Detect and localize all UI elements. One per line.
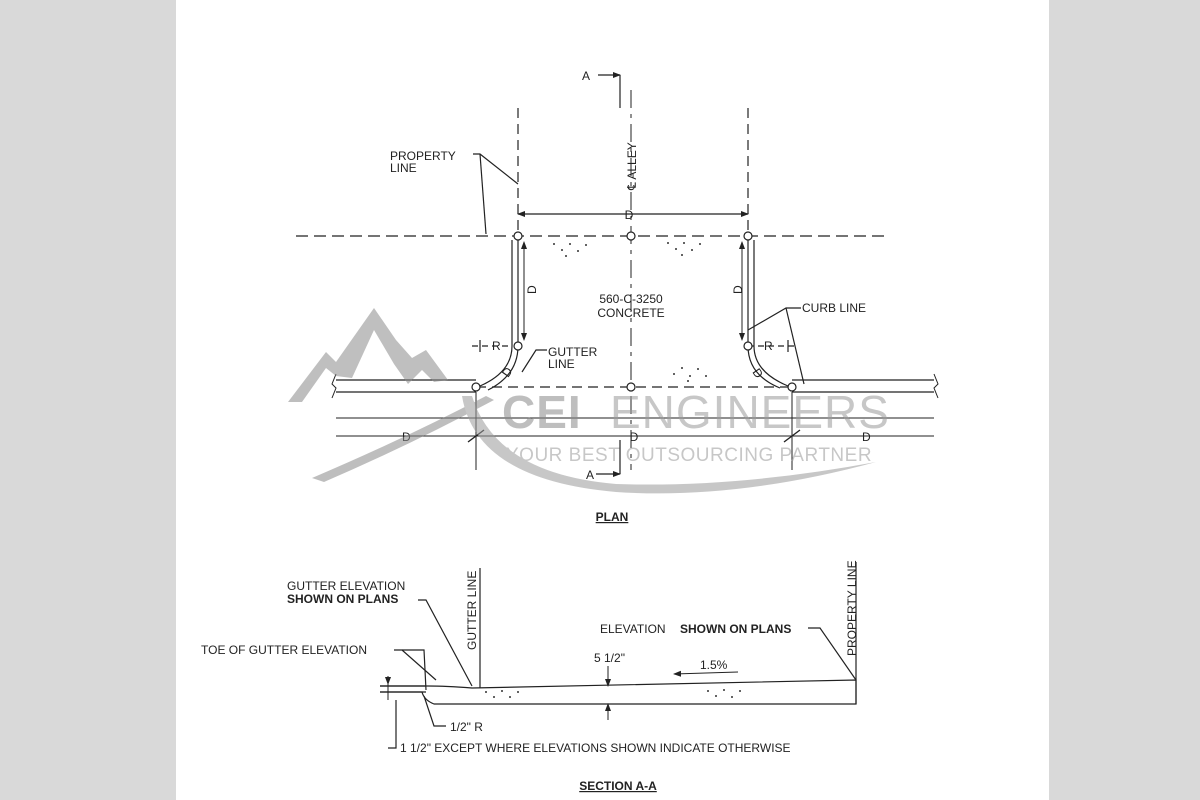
radius-right: R — [764, 339, 773, 353]
plan-view — [296, 72, 939, 477]
thickness-note: 1 1/2" EXCEPT WHERE ELEVATIONS SHOWN IND… — [400, 741, 791, 755]
cei-logo-watermark: CEI ENGINEERS YOUR BEST OUTSOURCING PART… — [288, 308, 890, 494]
gutter-elevation-label: GUTTER ELEVATION — [287, 579, 405, 593]
section-title: SECTION A-A — [579, 779, 657, 793]
section-hatch — [485, 689, 741, 698]
plan-labels: A ℄ ALLEY PROPERTY LINE D D D 560-C-3250… — [390, 69, 871, 524]
concrete-label: CONCRETE — [597, 306, 664, 320]
property-line-label-2: LINE — [390, 161, 417, 175]
toe-of-gutter-label: TOE OF GUTTER ELEVATION — [201, 643, 367, 657]
dim-d-left: D — [525, 285, 539, 294]
elevation-label-prefix: ELEVATION — [600, 622, 666, 636]
plan-title: PLAN — [596, 510, 629, 524]
concrete-spec-label: 560-C-3250 — [599, 292, 663, 306]
slab-thickness-label: 5 1/2" — [594, 651, 625, 665]
section-marker-bottom: A — [586, 468, 594, 482]
curb-line-label: CURB LINE — [802, 301, 866, 315]
mountain-logo-icon — [288, 308, 448, 402]
radius-label: 1/2" R — [450, 720, 483, 734]
dim-d-top: D — [625, 208, 634, 222]
alley-centerline-label: ℄ ALLEY — [625, 142, 639, 191]
dim-d-bottom-right: D — [862, 430, 871, 444]
watermark-tagline: YOUR BEST OUTSOURCING PARTNER — [506, 445, 872, 466]
radius-left: R — [492, 339, 501, 353]
section-labels: GUTTER ELEVATION SHOWN ON PLANS TOE OF G… — [201, 560, 859, 793]
dim-d-right: D — [731, 285, 745, 294]
gutter-line-label-2: LINE — [548, 357, 575, 371]
watermark-brand-bold: CEI — [502, 386, 582, 438]
gutter-elevation-label-2: SHOWN ON PLANS — [287, 592, 398, 606]
property-line-section-label: PROPERTY LINE — [845, 560, 859, 656]
gutter-line-label: GUTTER — [548, 345, 598, 359]
elevation-label-suffix: SHOWN ON PLANS — [680, 622, 791, 636]
driveway-detail-drawing: A ℄ ALLEY PROPERTY LINE D D D 560-C-3250… — [201, 69, 939, 793]
gutter-line-section-label: GUTTER LINE — [465, 571, 479, 650]
dim-d-bottom-center: D — [630, 430, 639, 444]
section-marker-top: A — [582, 69, 590, 83]
slope-label: 1.5% — [700, 658, 728, 672]
concrete-hatch — [553, 242, 707, 382]
drawing-sheet: A ℄ ALLEY PROPERTY LINE D D D 560-C-3250… — [176, 0, 1049, 800]
section-view — [380, 562, 857, 749]
watermark-brand-thin: ENGINEERS — [610, 386, 890, 438]
property-line-label: PROPERTY — [390, 149, 456, 163]
